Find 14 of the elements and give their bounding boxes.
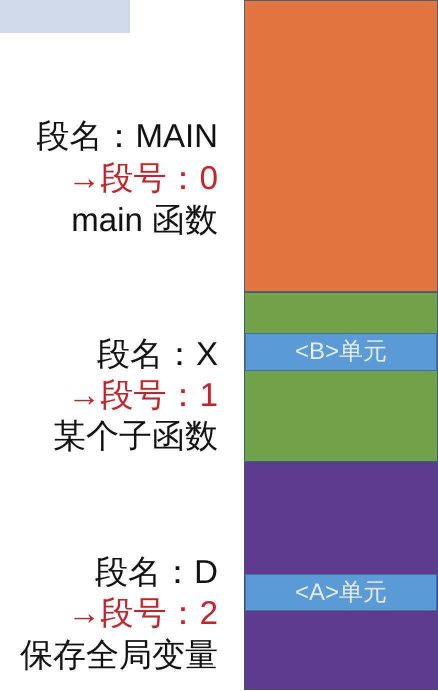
segment-name-label: 段名：X — [96, 334, 218, 374]
memory-segment — [244, 292, 438, 462]
segment-number-label: →段号：2 — [68, 593, 218, 633]
memory-segment — [244, 0, 438, 292]
segment-number-label: →段号：1 — [68, 375, 218, 415]
unit-band: <A>单元 — [245, 574, 437, 611]
segment-note-label: 某个子函数 — [53, 416, 218, 456]
segment-note-label: 保存全局变量 — [20, 635, 218, 675]
segment-name-label: 段名：MAIN — [36, 116, 218, 156]
segment-name-label: 段名：D — [95, 552, 218, 592]
unit-band: <B>单元 — [245, 333, 437, 371]
memory-segment — [244, 462, 438, 690]
segment-note-label: main 函数 — [71, 200, 218, 240]
segment-number-label: →段号：0 — [68, 158, 218, 198]
